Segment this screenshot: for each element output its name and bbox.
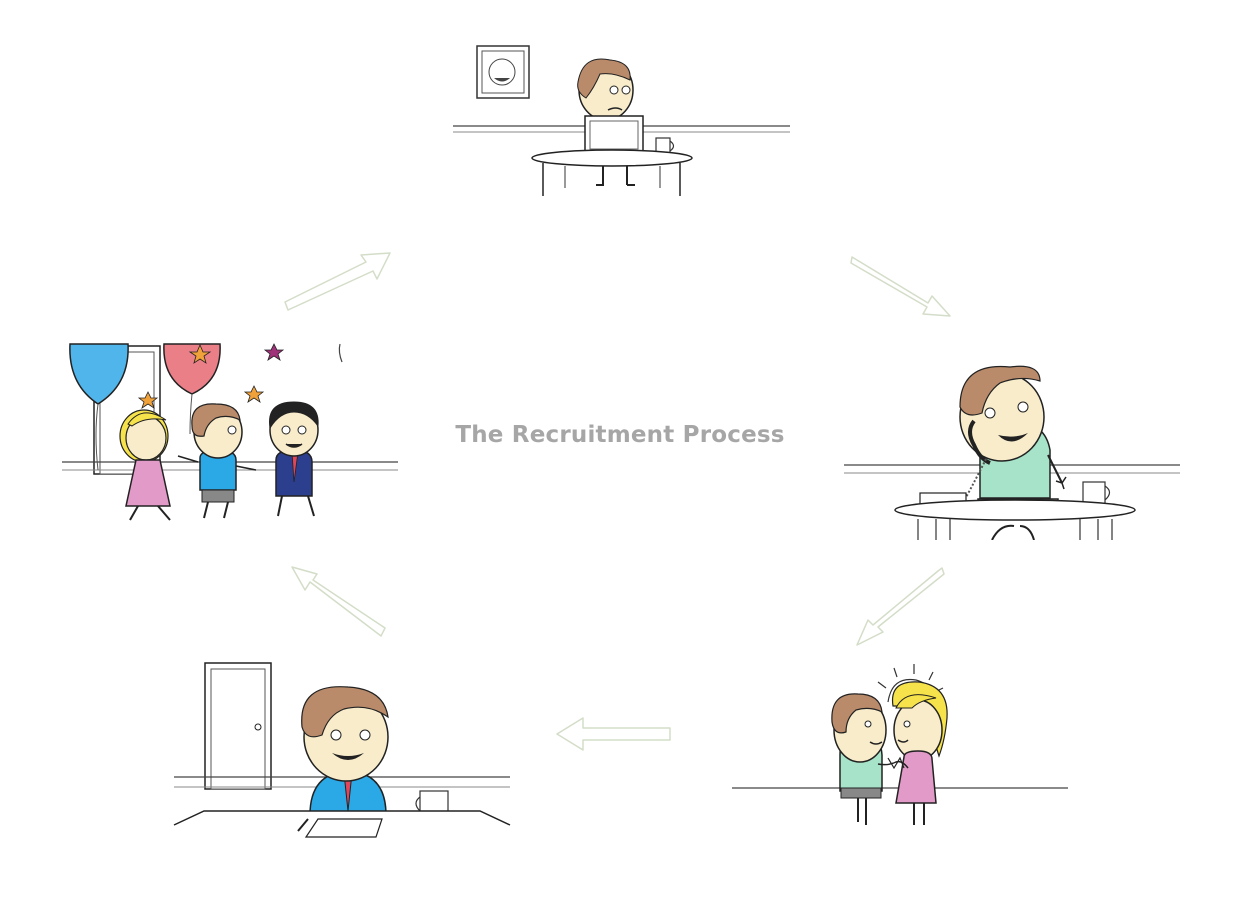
interviewer-figure (301, 686, 389, 816)
handshake-hands (877, 756, 909, 770)
arrow-1 (850, 256, 951, 317)
star-icon (137, 343, 285, 409)
picture-frame (476, 45, 530, 99)
diagram-title: The Recruitment Process (455, 422, 785, 448)
mug-icon (655, 137, 675, 155)
arrow-4 (291, 566, 386, 637)
scene-desk-laptop (450, 40, 795, 205)
worker-figure (577, 58, 634, 121)
man-blue-shirt-figure (177, 403, 257, 519)
woman-figure (891, 681, 948, 825)
arrow-2 (856, 567, 945, 646)
scene-celebration (58, 340, 403, 525)
door-icon (204, 662, 272, 790)
man-suit-figure (269, 401, 319, 517)
desk-table (894, 499, 1136, 540)
scene-handshake (728, 660, 1073, 835)
woman-figure (119, 409, 171, 521)
arrow-5 (284, 252, 391, 311)
desk-table (531, 149, 693, 196)
scene-office-interview (170, 655, 515, 845)
balloon-icon (69, 343, 221, 471)
caller-figure (959, 365, 1067, 499)
desk-table (173, 810, 511, 838)
arrow-3 (556, 717, 671, 751)
scene-phone-call (840, 355, 1185, 540)
man-figure (831, 693, 887, 825)
